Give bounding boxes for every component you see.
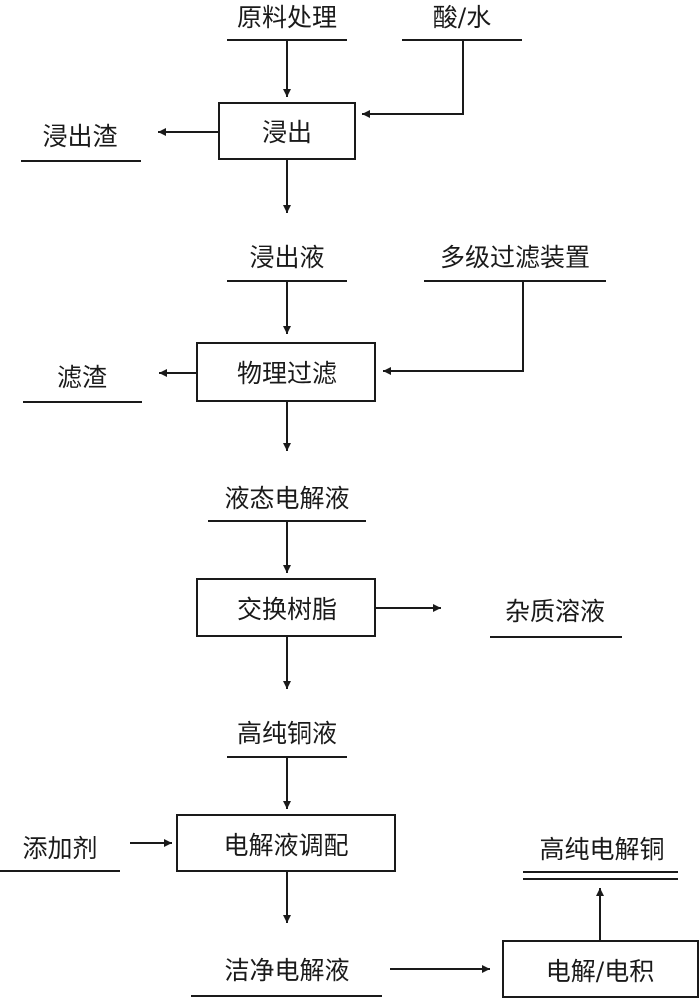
intermediate-leachate: 浸出液 — [227, 243, 347, 282]
input-acid-water: 酸/水 — [402, 3, 522, 41]
label-leach-residue: 浸出渣 — [42, 122, 117, 151]
label-final-product: 高纯电解铜 — [539, 835, 664, 864]
label-acid-water: 酸/水 — [433, 3, 491, 32]
box-exchange-resin: 交换树脂 — [196, 578, 376, 637]
label-electrolyte-prep: 电解液调配 — [223, 831, 348, 860]
label-clean-electrolyte: 洁净电解液 — [224, 956, 349, 985]
label-filter-device: 多级过滤装置 — [440, 243, 590, 272]
intermediate-liquid-electrolyte: 液态电解液 — [208, 484, 366, 522]
intermediate-high-purity-copper-solution: 高纯铜液 — [227, 719, 347, 758]
label-liquid-electrolyte: 液态电解液 — [224, 484, 349, 513]
label-physical-filtration: 物理过滤 — [237, 359, 337, 388]
input-filter-device: 多级过滤装置 — [424, 243, 606, 282]
label-raw-material: 原料处理 — [237, 3, 337, 32]
label-leaching: 浸出 — [262, 118, 312, 147]
output-final-product: 高纯电解铜 — [523, 835, 678, 880]
box-physical-filtration: 物理过滤 — [196, 342, 376, 402]
label-electrolysis: 电解/电积 — [546, 957, 654, 986]
output-filter-residue: 滤渣 — [23, 363, 142, 403]
input-additive: 添加剂 — [0, 834, 120, 872]
input-raw-material: 原料处理 — [227, 3, 347, 41]
intermediate-clean-electrolyte: 洁净电解液 — [191, 956, 382, 997]
label-impurity-solution: 杂质溶液 — [505, 597, 605, 626]
output-impurity-solution: 杂质溶液 — [490, 597, 622, 638]
label-high-purity-copper-solution: 高纯铜液 — [237, 719, 337, 748]
label-leachate: 浸出液 — [249, 243, 324, 272]
box-electrolyte-prep: 电解液调配 — [176, 814, 396, 872]
arrow-device-to-filtration — [383, 281, 524, 375]
label-filter-residue: 滤渣 — [57, 363, 107, 392]
arrow-acid-to-leaching — [362, 40, 464, 118]
label-exchange-resin: 交换树脂 — [237, 595, 337, 624]
output-leach-residue: 浸出渣 — [21, 122, 141, 162]
box-leaching: 浸出 — [218, 102, 356, 160]
label-additive: 添加剂 — [22, 834, 97, 863]
box-electrolysis: 电解/电积 — [502, 940, 699, 998]
